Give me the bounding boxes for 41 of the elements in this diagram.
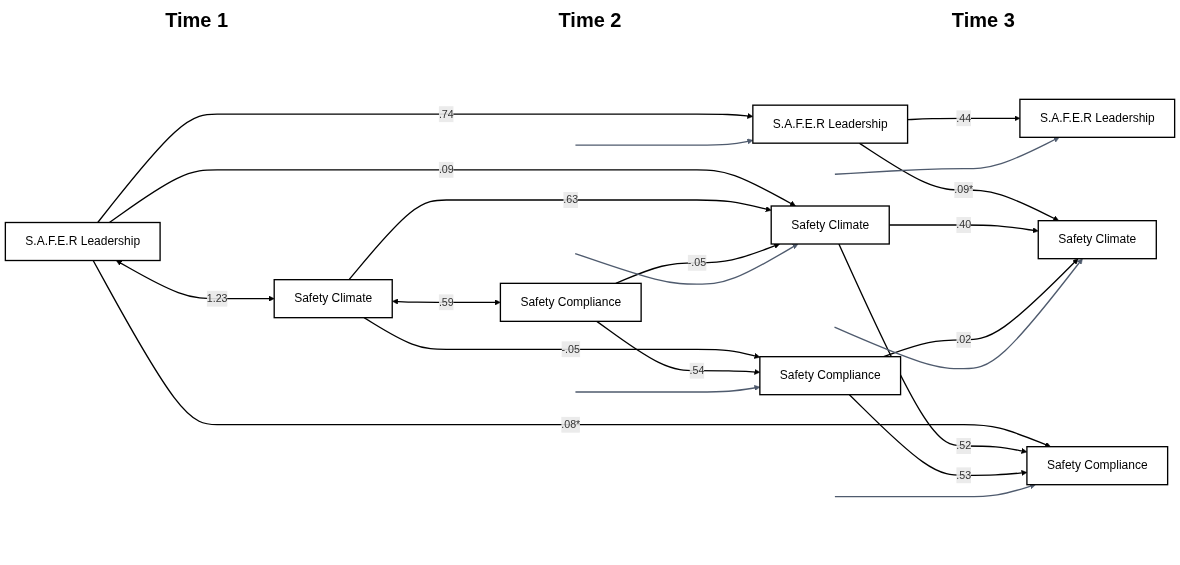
- edge-label: -.05: [561, 343, 580, 355]
- edge-label: -.05: [687, 256, 707, 268]
- edge-label: 1.23: [206, 292, 228, 304]
- edge-label: .74: [438, 107, 454, 120]
- edge-label: .63: [563, 193, 579, 205]
- node-box: Safety Compliance: [499, 282, 642, 322]
- node-box: Safety Climate: [1037, 219, 1157, 259]
- edge-label: .44: [956, 111, 972, 124]
- arrow: [834, 136, 1060, 175]
- arrow: [574, 243, 799, 285]
- edge-label: .54: [689, 364, 705, 376]
- edge-label: .52: [956, 439, 972, 452]
- node-box: S.A.F.E.R Leadership: [1019, 98, 1176, 138]
- edge-label: .59: [438, 296, 454, 308]
- node-box: Safety Climate: [273, 278, 393, 318]
- edge-label: .09*: [954, 183, 974, 195]
- arrow: [574, 138, 754, 146]
- column-heading: Time 1: [165, 8, 229, 32]
- node-box: Safety Compliance: [1026, 445, 1169, 485]
- arrow: [92, 259, 1051, 448]
- arrow: [615, 242, 780, 284]
- node-box: Safety Compliance: [759, 355, 902, 395]
- edge-label: .40: [956, 218, 972, 230]
- arrow: [858, 142, 1059, 221]
- column-heading: Time 2: [558, 8, 622, 32]
- arrow: [108, 168, 796, 223]
- edge-label: .53: [956, 469, 972, 481]
- node-box: S.A.F.E.R Leadership: [4, 221, 161, 261]
- edge-label: .08*: [561, 418, 581, 430]
- node-box: Safety Climate: [770, 205, 890, 245]
- node-box: S.A.F.E.R Leadership: [752, 104, 909, 144]
- arrow: [833, 258, 1083, 369]
- arrow: [392, 298, 501, 305]
- arrow: [97, 112, 754, 223]
- arrow: [834, 483, 1036, 497]
- edge-label: .02: [956, 333, 972, 345]
- arrow: [348, 199, 772, 280]
- arrow: [363, 316, 761, 359]
- arrow: [116, 260, 275, 302]
- edge-label: .09: [438, 163, 454, 175]
- column-heading: Time 3: [951, 8, 1015, 32]
